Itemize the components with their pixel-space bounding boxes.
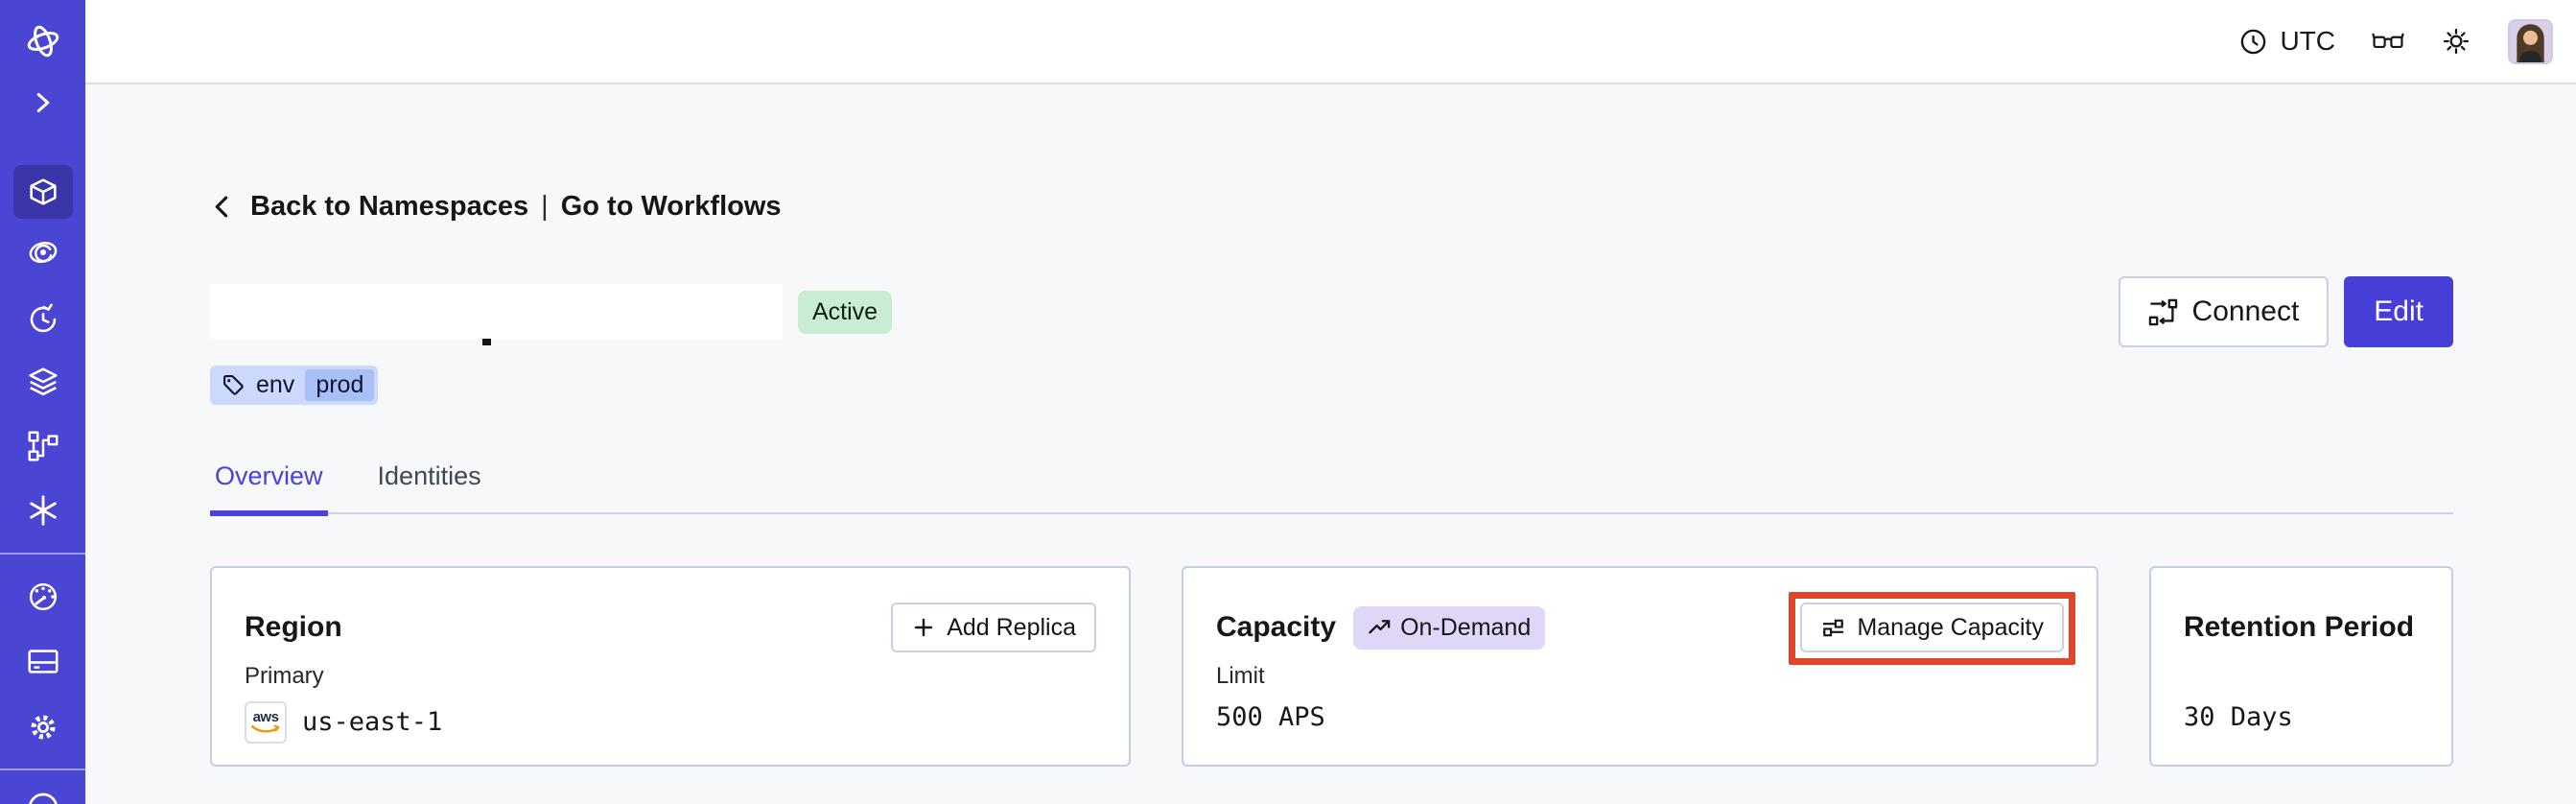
capacity-card-title: Capacity	[1216, 611, 1337, 643]
billing-card-icon	[27, 650, 59, 674]
user-avatar[interactable]	[2508, 18, 2553, 64]
namespace-header: Active Connect Edit	[210, 276, 2453, 347]
clock-icon	[2241, 29, 2266, 54]
sidebar-item-batch-operations[interactable]	[25, 428, 61, 464]
trend-up-icon	[1369, 619, 1391, 633]
batch-graph-icon	[28, 431, 58, 461]
sidebar-item-namespaces[interactable]	[12, 165, 73, 219]
sidebar-item-settings[interactable]	[25, 709, 61, 745]
retention-card: Retention Period 30 Days	[2149, 566, 2453, 767]
tag-value: prod	[305, 369, 375, 401]
on-demand-label: On-Demand	[1400, 613, 1532, 641]
tab-overview[interactable]: Overview	[210, 461, 328, 516]
tag-key: env	[256, 371, 295, 398]
sidebar-item-support[interactable]	[24, 789, 62, 804]
sidebar-item-billing[interactable]	[25, 643, 61, 679]
support-circle-icon	[28, 792, 58, 804]
sidebar-item-nexus[interactable]	[25, 234, 61, 271]
sliders-icon	[1823, 619, 1844, 636]
sidebar	[0, 0, 85, 804]
glasses-icon	[2372, 33, 2404, 49]
limit-label: Limit	[1216, 663, 1265, 689]
sidebar-expand-chevron-icon[interactable]	[25, 84, 61, 121]
sidebar-divider	[0, 769, 85, 770]
overview-cards: Region Add Replica Primary aws	[210, 566, 2453, 767]
usage-gauge-icon	[29, 582, 57, 611]
aws-smile-icon	[251, 724, 280, 732]
connect-button[interactable]: Connect	[2118, 276, 2330, 347]
topbar: UTC	[85, 0, 2576, 84]
sidebar-item-deployments[interactable]	[25, 364, 61, 400]
sidebar-item-schedules[interactable]	[25, 301, 61, 338]
add-replica-button[interactable]: Add Replica	[891, 603, 1096, 652]
region-value: us-east-1	[302, 707, 443, 737]
manage-capacity-button[interactable]: Manage Capacity	[1800, 603, 2064, 652]
back-chevron-icon	[210, 194, 236, 220]
nexus-eye-icon	[29, 242, 57, 263]
labs-glasses-button[interactable]	[2372, 30, 2404, 53]
deployments-layers-icon	[28, 367, 58, 396]
sun-icon	[2443, 28, 2470, 55]
env-tag-chip[interactable]: env prod	[210, 366, 379, 405]
main-content: Back to Namespaces | Go to Workflows Act…	[85, 84, 2576, 804]
tag-icon	[223, 375, 244, 395]
sidebar-item-usage[interactable]	[25, 579, 61, 615]
asterisk-icon	[29, 495, 57, 526]
theme-toggle-button[interactable]	[2441, 26, 2471, 57]
timezone-button[interactable]: UTC	[2238, 26, 2335, 57]
retention-value: 30 Days	[2184, 702, 2293, 732]
aws-logo-text: aws	[252, 708, 279, 725]
plus-icon	[914, 618, 933, 637]
namespace-name-redaction	[210, 284, 783, 345]
status-badge: Active	[798, 290, 893, 334]
on-demand-badge: On-Demand	[1353, 605, 1546, 650]
retention-card-title: Retention Period	[2184, 611, 2415, 643]
add-replica-label: Add Replica	[947, 613, 1076, 641]
edit-button[interactable]: Edit	[2344, 276, 2453, 347]
capacity-card: Capacity On-Demand	[1182, 566, 2098, 767]
tab-identities[interactable]: Identities	[377, 461, 481, 490]
timezone-label: UTC	[2280, 26, 2335, 56]
sidebar-item-asterisk[interactable]	[25, 492, 61, 529]
back-to-namespaces-link[interactable]: Back to Namespaces	[250, 191, 529, 222]
go-to-workflows-link[interactable]: Go to Workflows	[560, 191, 782, 222]
schedules-clock-icon	[30, 303, 56, 333]
region-card-title: Region	[245, 611, 342, 643]
aws-provider-badge: aws	[245, 701, 287, 744]
namespaces-cube-icon	[29, 178, 57, 205]
connect-flow-icon	[2148, 298, 2177, 325]
tab-bar: Overview Identities	[210, 461, 2453, 516]
avatar-image	[2510, 20, 2551, 62]
connect-button-label: Connect	[2191, 296, 2300, 327]
primary-label: Primary	[245, 663, 324, 689]
breadcrumb: Back to Namespaces | Go to Workflows	[210, 190, 2453, 223]
temporal-logo-icon[interactable]	[24, 22, 62, 60]
region-card: Region Add Replica Primary aws	[210, 566, 1131, 767]
redaction-text-artifact	[482, 339, 491, 345]
settings-gear-icon	[30, 715, 56, 740]
manage-capacity-label: Manage Capacity	[1857, 613, 2044, 641]
breadcrumb-separator: |	[541, 191, 549, 222]
tags-row: env prod	[210, 366, 2453, 405]
sidebar-divider	[0, 553, 85, 555]
capacity-limit-value: 500 APS	[1216, 702, 1325, 732]
